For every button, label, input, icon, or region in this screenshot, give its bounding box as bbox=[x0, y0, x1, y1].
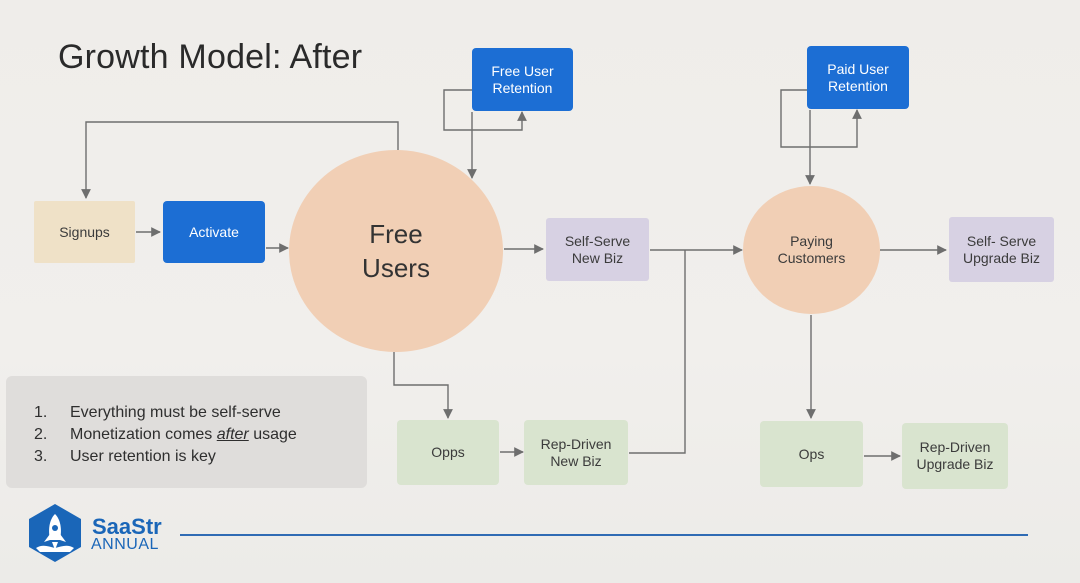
key-points-box: 1. Everything must be self-serve 2. Mone… bbox=[6, 376, 367, 488]
node-free-user-retention: Free User Retention bbox=[472, 48, 573, 111]
node-signups: Signups bbox=[34, 201, 135, 263]
node-opps: Opps bbox=[397, 420, 499, 485]
brand-name: SaaStr bbox=[92, 514, 162, 539]
node-ops: Ops bbox=[760, 421, 863, 487]
node-rep-driven-upgrade-biz: Rep-Driven Upgrade Biz bbox=[902, 423, 1008, 489]
node-self-serve-new-biz: Self-Serve New Biz bbox=[546, 218, 649, 281]
slide-title: Growth Model: After bbox=[58, 38, 363, 76]
node-free-users: Free Users bbox=[289, 150, 503, 352]
node-paying-customers: Paying Customers bbox=[743, 186, 880, 314]
arrow-repnewbiz-to-paying bbox=[629, 250, 686, 454]
footer-divider bbox=[180, 534, 1028, 536]
key-points-list: 1. Everything must be self-serve 2. Mone… bbox=[34, 402, 297, 468]
arrow-retention-loop-free bbox=[443, 89, 527, 131]
brand-subtitle: ANNUAL bbox=[91, 536, 159, 553]
key-point: 3. User retention is key bbox=[34, 448, 216, 465]
node-paid-user-retention: Paid User Retention bbox=[807, 46, 909, 109]
arrow-retention-loop-paid bbox=[780, 89, 862, 148]
node-activate: Activate bbox=[163, 201, 265, 263]
arrow-freeusers-to-signups bbox=[81, 121, 399, 199]
key-point: 2. Monetization comes after usage bbox=[34, 426, 297, 443]
arrow-freeusers-to-opps bbox=[393, 352, 453, 419]
rocket-logo-icon bbox=[29, 504, 81, 562]
node-self-serve-upgrade-biz: Self- Serve Upgrade Biz bbox=[949, 217, 1054, 282]
key-point: 1. Everything must be self-serve bbox=[34, 404, 281, 421]
node-rep-driven-new-biz: Rep-Driven New Biz bbox=[524, 420, 628, 485]
